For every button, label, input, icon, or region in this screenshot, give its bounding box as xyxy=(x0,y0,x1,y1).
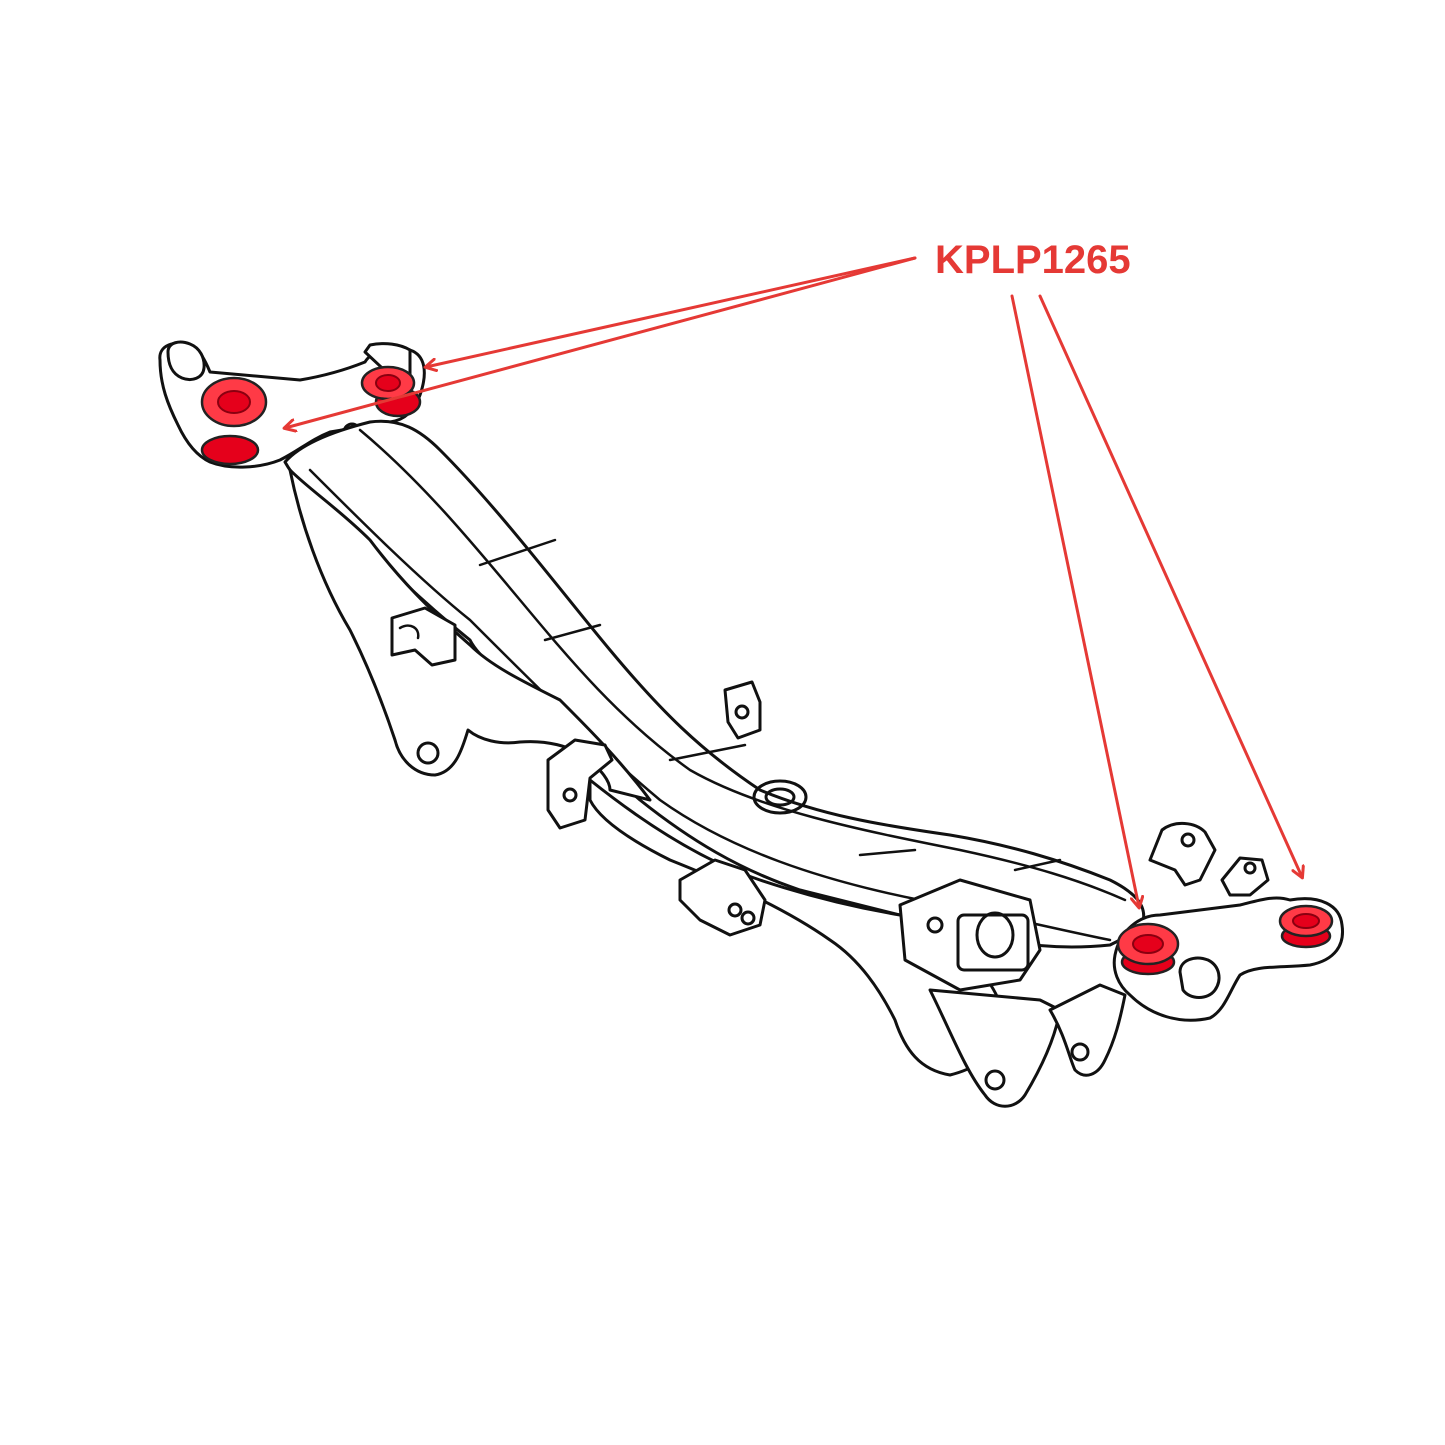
right-mount-assembly xyxy=(898,822,1345,1108)
arrow-to-rear-left-bushing xyxy=(426,256,917,367)
arrow-to-rear-right-bushing xyxy=(1038,294,1302,877)
bushing-front-left xyxy=(200,376,268,466)
callout-arrows xyxy=(285,256,1302,907)
arrow-to-front-left-bushing xyxy=(285,256,917,428)
upper-tab-bracket xyxy=(723,680,762,740)
part-number-label: KPLP1265 xyxy=(935,238,1131,282)
arrow-to-front-right-bushing xyxy=(1010,294,1139,907)
left-lower-arm xyxy=(288,468,652,830)
bushing-rear-right xyxy=(1278,904,1334,949)
bushing-front-right xyxy=(1116,922,1180,976)
